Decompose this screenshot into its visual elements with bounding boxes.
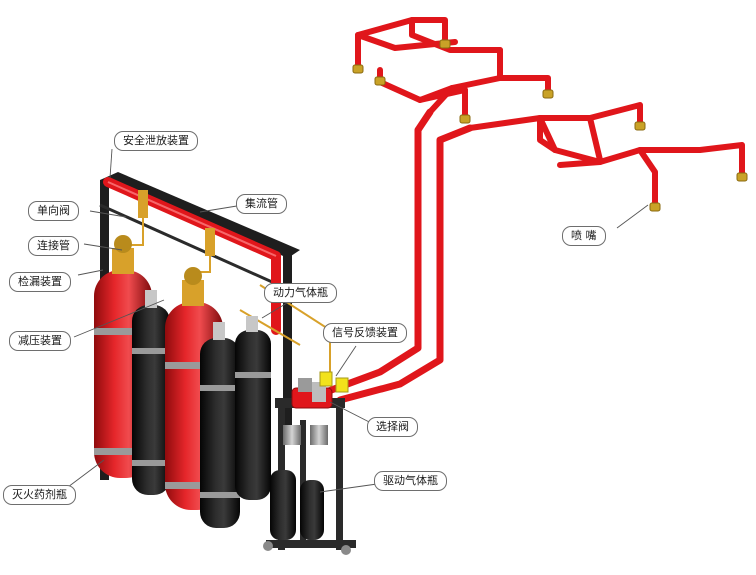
label-check-valve: 单向阀	[28, 201, 79, 221]
nozzle	[439, 39, 451, 49]
nozzle	[634, 121, 646, 131]
label-power-gas-cylinder: 动力气体瓶	[264, 283, 337, 303]
power-cylinder-3	[235, 316, 271, 500]
nozzles	[352, 39, 748, 212]
nozzle	[736, 172, 748, 182]
power-cylinder-2	[200, 322, 240, 528]
power-cylinder-1	[132, 290, 170, 495]
label-agent-cylinder: 灭火药剂瓶	[3, 485, 76, 505]
pipe-network	[355, 17, 745, 208]
riser-pipes	[322, 108, 474, 404]
nozzle	[459, 114, 471, 124]
leader-lines	[67, 148, 649, 493]
label-pressure-reducer: 减压装置	[9, 331, 71, 351]
label-signal-feedback: 信号反馈装置	[323, 323, 407, 343]
nozzle	[374, 76, 386, 86]
label-manifold: 集流管	[236, 194, 287, 214]
selector-valves	[291, 371, 349, 409]
label-leak-detector: 检漏装置	[9, 272, 71, 292]
label-driver-gas-cylinder: 驱动气体瓶	[374, 471, 447, 491]
driver-rack	[263, 398, 356, 555]
label-safety-relief: 安全泄放装置	[114, 131, 198, 151]
nozzle	[352, 64, 364, 74]
label-connecting-pipe: 连接管	[28, 236, 79, 256]
manifold-pipe	[103, 177, 281, 335]
nozzle	[542, 89, 554, 99]
label-nozzle: 喷 嘴	[562, 226, 606, 246]
label-selector-valve: 选择阀	[367, 417, 418, 437]
nozzle	[649, 202, 661, 212]
